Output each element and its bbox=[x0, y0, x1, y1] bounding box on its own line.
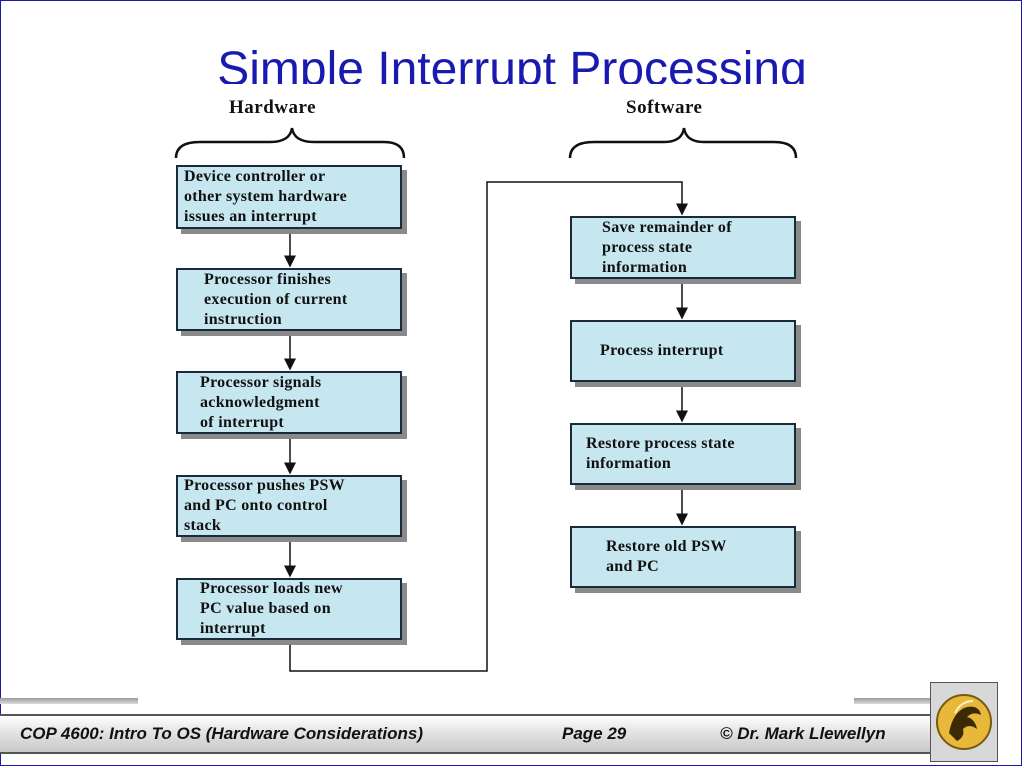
hardware-step-5: Processor loads new PC value based on in… bbox=[176, 578, 402, 640]
logo-frame bbox=[930, 682, 998, 762]
hardware-step-3-text: Processor signals acknowledgment of inte… bbox=[200, 373, 322, 431]
hardware-step-4: Processor pushes PSW and PC onto control… bbox=[176, 475, 402, 537]
hardware-label: Hardware bbox=[229, 97, 317, 118]
hardware-step-3: Processor signals acknowledgment of inte… bbox=[176, 371, 402, 434]
footer-top-gap bbox=[138, 698, 854, 704]
software-step-1: Save remainder of process state informat… bbox=[570, 216, 796, 279]
hardware-step-2-text: Processor finishes execution of current … bbox=[204, 270, 348, 328]
hardware-step-1-text: Device controller or other system hardwa… bbox=[184, 168, 348, 225]
software-step-4: Restore old PSW and PC bbox=[570, 526, 796, 588]
software-step-3-text: Restore process state information bbox=[586, 435, 735, 472]
software-step-1-text: Save remainder of process state informat… bbox=[602, 218, 732, 276]
pegasus-logo-icon bbox=[936, 694, 992, 750]
software-step-2-text: Process interrupt bbox=[600, 342, 724, 359]
hardware-step-5-text: Processor loads new PC value based on in… bbox=[200, 580, 343, 637]
software-brace bbox=[568, 127, 798, 159]
hw-to-sw-connector bbox=[289, 181, 688, 672]
hardware-step-1: Device controller or other system hardwa… bbox=[176, 165, 402, 229]
footer-bar bbox=[0, 714, 930, 754]
footer-page-number: Page 29 bbox=[562, 724, 627, 743]
hardware-step-4-text: Processor pushes PSW and PC onto control… bbox=[184, 477, 345, 534]
footer-course: COP 4600: Intro To OS (Hardware Consider… bbox=[20, 724, 424, 743]
software-step-3: Restore process state information bbox=[570, 423, 796, 485]
software-step-4-text: Restore old PSW and PC bbox=[606, 538, 727, 575]
slide-title: Simple Interrupt Processing bbox=[217, 43, 807, 84]
footer-author: © Dr. Mark Llewellyn bbox=[720, 724, 886, 743]
hardware-step-2: Processor finishes execution of current … bbox=[176, 268, 402, 331]
hardware-brace bbox=[174, 127, 406, 159]
software-step-2: Process interrupt bbox=[570, 320, 796, 382]
software-label: Software bbox=[626, 97, 703, 118]
